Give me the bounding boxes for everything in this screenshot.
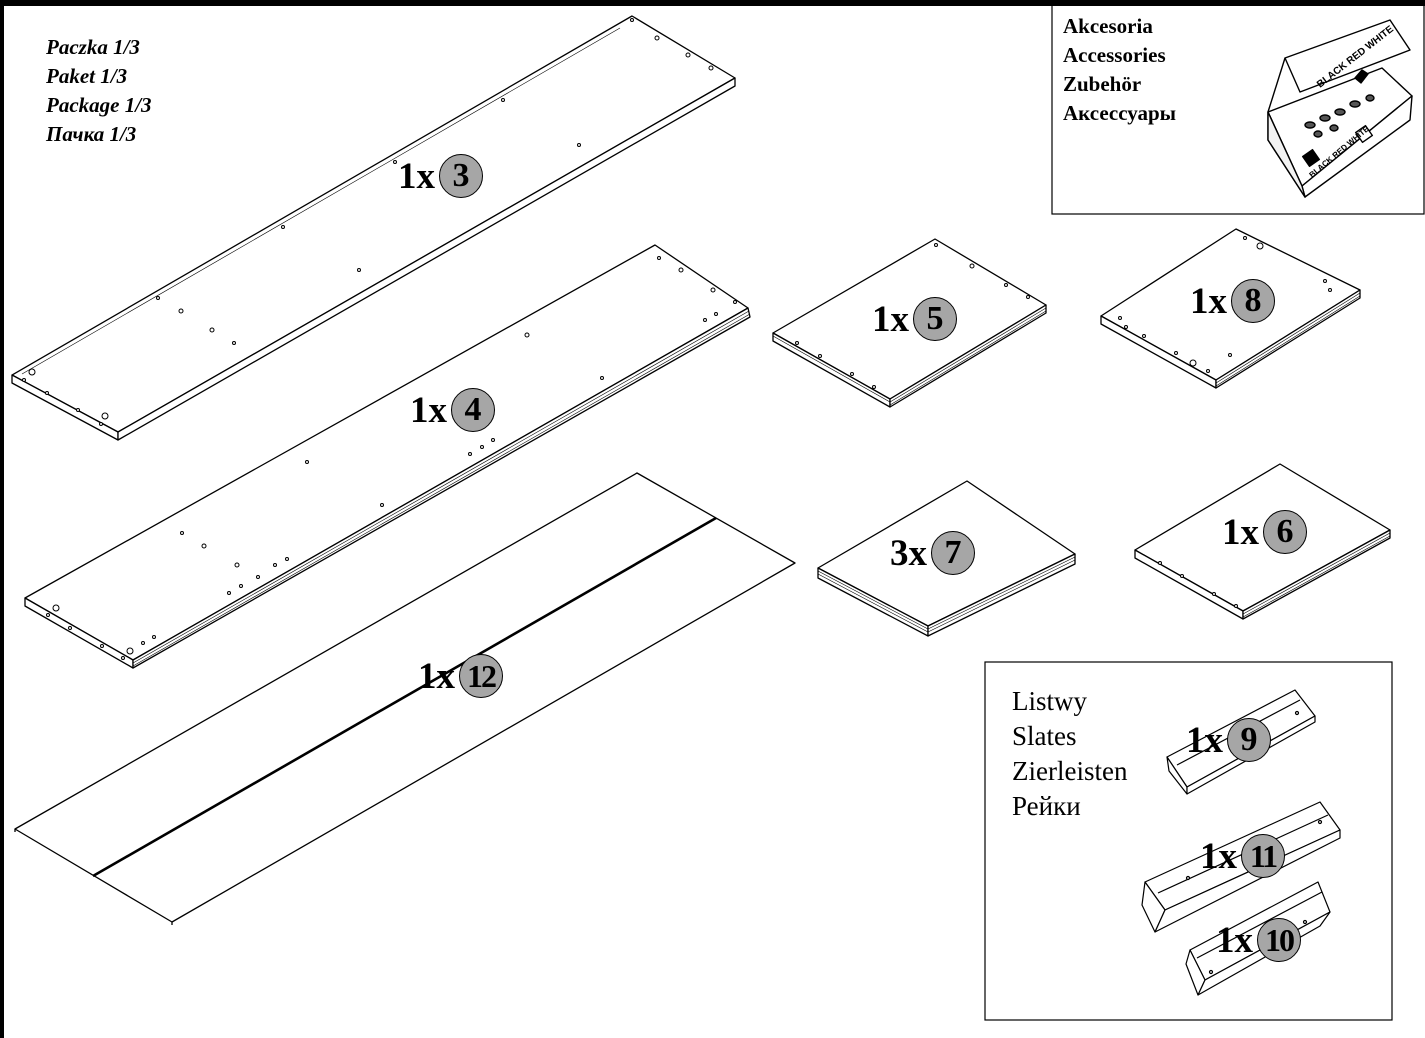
part-12-quantity: 1x [418,655,455,697]
slats-line-pl: Listwy [1012,686,1088,716]
part-3-label: 1x 3 [398,154,483,198]
left-border [0,0,4,1038]
part-7-label: 3x 7 [890,531,975,575]
package-line-ru: Пачка 1/3 [46,122,137,146]
accessories-line-pl: Akcesoria [1063,14,1153,38]
part-11-quantity: 1x [1200,835,1237,877]
accessories-box-frame [1051,3,1425,215]
drill-holes [22,18,1332,660]
part-9-quantity: 1x [1186,719,1223,761]
part-4-label: 1x 4 [410,388,495,432]
part-3-quantity: 1x [398,155,435,197]
top-border [0,0,1425,6]
part-5-label: 1x 5 [872,297,957,341]
accessories-line-ru: Аксессуары [1063,101,1177,125]
accessories-box-icon: BLACK RED WHITE BLACK RED WHITE [1267,19,1413,198]
package-label: Paczka 1/3 Paket 1/3 Package 1/3 Пачка 1… [46,33,152,149]
part-6-label: 1x 6 [1222,510,1307,554]
package-line-de: Paket 1/3 [46,64,128,88]
slats-line-de: Zierleisten [1012,756,1128,786]
part-4-quantity: 1x [410,389,447,431]
slats-line-en: Slates [1012,721,1077,751]
part-5-quantity: 1x [872,298,909,340]
package-line-en: Package 1/3 [46,93,152,117]
part-5-panel [772,238,1047,408]
slats-line-ru: Рейки [1012,791,1081,821]
part-8-number: 8 [1231,279,1275,323]
package-line-pl: Paczka 1/3 [46,35,140,59]
part-10-number: 10 [1257,918,1301,962]
part-11-label: 1x 11 [1200,834,1285,878]
accessories-label: Akcesoria Accessories Zubehör Аксессуары [1063,12,1176,128]
accessories-line-de: Zubehör [1063,72,1142,96]
part-12-label: 1x 12 [418,654,503,698]
part-12-number: 12 [459,654,503,698]
part-4-number: 4 [451,388,495,432]
part-8-quantity: 1x [1190,280,1227,322]
part-9-label: 1x 9 [1186,718,1271,762]
part-11-number: 11 [1241,834,1285,878]
part-10-label: 1x 10 [1216,918,1301,962]
accessories-line-en: Accessories [1063,43,1166,67]
part-8-panel [1100,228,1361,389]
slats-box-frame [984,661,1393,1021]
part-3-board [11,15,736,441]
part-8-label: 1x 8 [1190,279,1275,323]
part-9-number: 9 [1227,718,1271,762]
part-7-number: 7 [931,531,975,575]
part-12-panel [14,472,796,925]
part-6-quantity: 1x [1222,511,1259,553]
part-4-board [24,244,751,669]
part-6-panel [1134,463,1391,620]
part-6-number: 6 [1263,510,1307,554]
part-5-number: 5 [913,297,957,341]
part-7-quantity: 3x [890,532,927,574]
slats-label: Listwy Slates Zierleisten Рейки [1012,684,1127,824]
part-3-number: 3 [439,154,483,198]
part-10-quantity: 1x [1216,919,1253,961]
